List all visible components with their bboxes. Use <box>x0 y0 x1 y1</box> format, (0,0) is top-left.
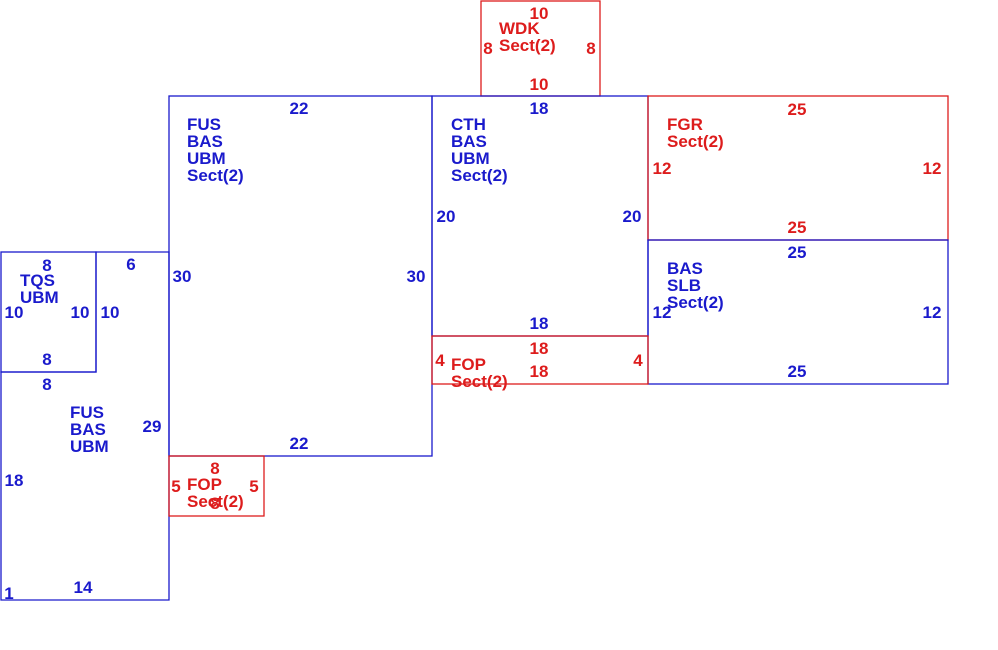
area-fus-left-dim-right-upper: 10 <box>101 303 120 322</box>
area-cth-dim-left: 20 <box>437 207 456 226</box>
area-fop-middle[interactable]: FOP Sect(2) 18 18 4 4 <box>431 335 649 391</box>
area-fus-left[interactable]: FUS BAS UBM 8 6 14 18 29 10 1 <box>0 251 170 603</box>
area-cth-label-line-3: UBM <box>451 149 490 168</box>
area-fgr-label-line-1: FGR <box>667 115 703 134</box>
area-bas-slb-outline <box>647 239 949 385</box>
area-tqs-label-line-2: UBM <box>20 288 59 307</box>
area-wdk-label-line-1: WDK <box>499 19 540 38</box>
area-fus-main-label-line-2: BAS <box>187 132 223 151</box>
area-fus-main-label-line-1: FUS <box>187 115 221 134</box>
area-tqs-dim-left: 10 <box>5 303 24 322</box>
area-fgr-dim-top: 25 <box>788 100 807 119</box>
area-fop-lower-dim-bottom: 8 <box>210 494 219 513</box>
area-fus-left-dim-top: 8 <box>42 375 51 394</box>
area-cth-label-line-2: BAS <box>451 132 487 151</box>
area-wdk-dim-left: 8 <box>483 39 492 58</box>
area-fop-middle-label-line-1: FOP <box>451 355 486 374</box>
area-fop-lower-label-line-1: FOP <box>187 475 222 494</box>
area-fus-left-dim-bottom: 14 <box>74 578 93 597</box>
area-fus-left-dim-corner: 1 <box>4 584 13 603</box>
area-fop-lower-label-line-2: Sect(2) <box>187 492 244 511</box>
area-fgr-dim-bottom: 25 <box>788 218 807 237</box>
area-bas-slb-dim-left: 12 <box>653 303 672 322</box>
area-tqs-dim-right: 10 <box>71 303 90 322</box>
area-fop-middle-dim-top: 18 <box>530 339 549 358</box>
area-fus-main-label-line-3: UBM <box>187 149 226 168</box>
area-tqs-label-line-1: TQS <box>20 271 55 290</box>
area-cth-label-line-1: CTH <box>451 115 486 134</box>
area-bas-slb-label-line-1: BAS <box>667 259 703 278</box>
area-tqs[interactable]: TQS UBM 8 8 10 10 <box>0 251 97 373</box>
area-bas-slb-label-line-3: Sect(2) <box>667 293 724 312</box>
area-fgr-dim-left: 12 <box>653 159 672 178</box>
area-fus-main-dim-right: 30 <box>407 267 426 286</box>
area-bas-slb-label-line-2: SLB <box>667 276 701 295</box>
area-fus-left-outline <box>0 251 170 601</box>
area-wdk[interactable]: WDK Sect(2) 10 10 8 8 <box>480 0 601 97</box>
area-fgr-dim-right: 12 <box>923 159 942 178</box>
area-cth[interactable]: CTH BAS UBM Sect(2) 18 18 20 20 <box>431 95 649 337</box>
area-fop-lower-outline <box>168 455 265 517</box>
area-fgr-label-line-2: Sect(2) <box>667 132 724 151</box>
area-fus-left-dim-left: 18 <box>5 471 24 490</box>
area-fus-left-label-line-1: FUS <box>70 403 104 422</box>
area-bas-slb-dim-top: 25 <box>788 243 807 262</box>
area-cth-dim-bottom: 18 <box>530 314 549 333</box>
area-fop-middle-dim-bottom: 18 <box>530 362 549 381</box>
area-fus-main-dim-bottom: 22 <box>290 434 309 453</box>
area-fop-middle-dim-left: 4 <box>435 351 445 370</box>
area-fop-lower-dim-right: 5 <box>249 477 258 496</box>
area-cth-label-line-4: Sect(2) <box>451 166 508 185</box>
area-fus-left-dim-right: 29 <box>143 417 162 436</box>
area-fus-left-label-line-2: BAS <box>70 420 106 439</box>
area-bas-slb[interactable]: BAS SLB Sect(2) 25 25 12 12 <box>647 239 949 385</box>
area-fus-main-dim-left: 30 <box>173 267 192 286</box>
area-cth-dim-top: 18 <box>530 99 549 118</box>
area-wdk-dim-top: 10 <box>530 4 549 23</box>
area-bas-slb-dim-bottom: 25 <box>788 362 807 381</box>
area-fgr[interactable]: FGR Sect(2) 25 25 12 12 <box>647 95 949 241</box>
area-fop-lower-dim-top: 8 <box>210 459 219 478</box>
area-fop-lower-dim-left: 5 <box>171 477 180 496</box>
area-fop-middle-dim-right: 4 <box>633 351 643 370</box>
area-fop-middle-label-line-2: Sect(2) <box>451 372 508 391</box>
area-fus-main-label-line-4: Sect(2) <box>187 166 244 185</box>
area-tqs-dim-bottom: 8 <box>42 350 51 369</box>
area-bas-slb-dim-right: 12 <box>923 303 942 322</box>
area-fus-left-label-line-3: UBM <box>70 437 109 456</box>
area-tqs-dim-top: 8 <box>42 256 51 275</box>
area-fus-main-dim-top: 22 <box>290 99 309 118</box>
area-fus-main[interactable]: FUS BAS UBM Sect(2) 22 22 30 30 <box>168 95 433 457</box>
area-wdk-dim-bottom: 10 <box>530 75 549 94</box>
area-fus-left-dim-top-right: 6 <box>126 255 135 274</box>
area-wdk-dim-right: 8 <box>586 39 595 58</box>
area-fop-lower[interactable]: FOP Sect(2) 8 8 5 5 <box>168 455 265 517</box>
area-wdk-label-line-2: Sect(2) <box>499 36 556 55</box>
area-fop-middle-outline <box>431 335 649 385</box>
area-cth-dim-right: 20 <box>623 207 642 226</box>
